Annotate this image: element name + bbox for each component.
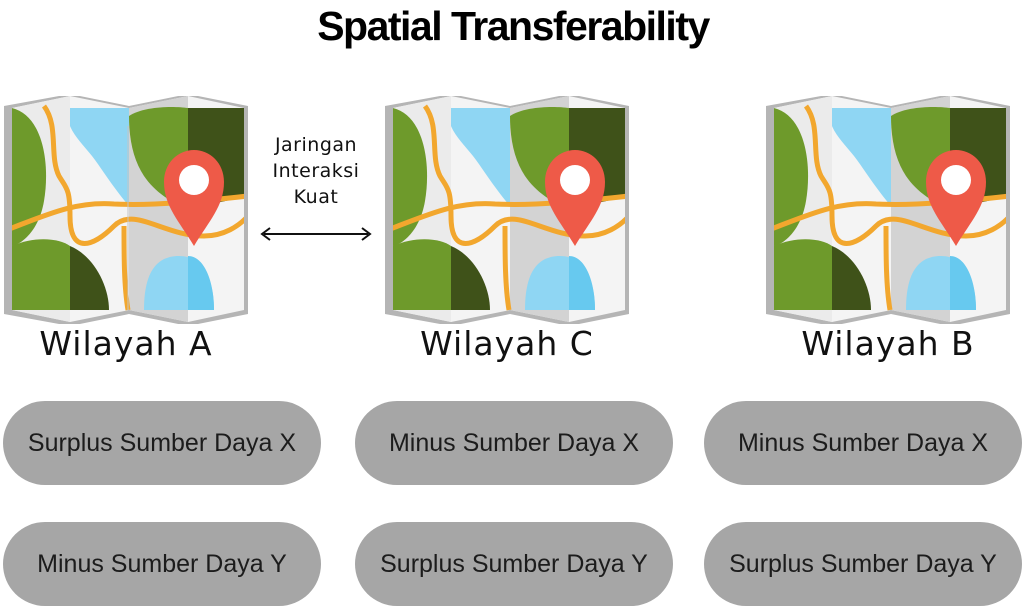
connector-label-line-3: Kuat [293, 186, 339, 208]
diagram-title: Spatial Transferability [317, 3, 710, 49]
map-icon-wilayah-c [385, 96, 629, 324]
resource-y-pill-b: Surplus Sumber Daya Y [704, 522, 1022, 606]
region-label-b: Wilayah B [801, 324, 975, 363]
region-label-c: Wilayah C [420, 324, 594, 363]
region-label-a: Wilayah A [39, 324, 213, 363]
connector-label-line-2: Interaksi [272, 160, 360, 182]
map-icon-wilayah-b [766, 96, 1010, 324]
interaction-connector: Jaringan Interaksi Kuat [256, 132, 376, 247]
connector-label: Jaringan Interaksi Kuat [256, 132, 376, 210]
resource-y-pill-a: Minus Sumber Daya Y [3, 522, 321, 606]
resource-x-pill-a: Surplus Sumber Daya X [3, 401, 321, 485]
double-arrow-icon [260, 227, 372, 241]
resource-x-pill-b: Minus Sumber Daya X [704, 401, 1022, 485]
resource-x-pill-c: Minus Sumber Daya X [355, 401, 673, 485]
connector-label-line-1: Jaringan [274, 134, 358, 156]
resource-y-pill-c: Surplus Sumber Daya Y [355, 522, 673, 606]
map-icon-wilayah-a [4, 96, 248, 324]
